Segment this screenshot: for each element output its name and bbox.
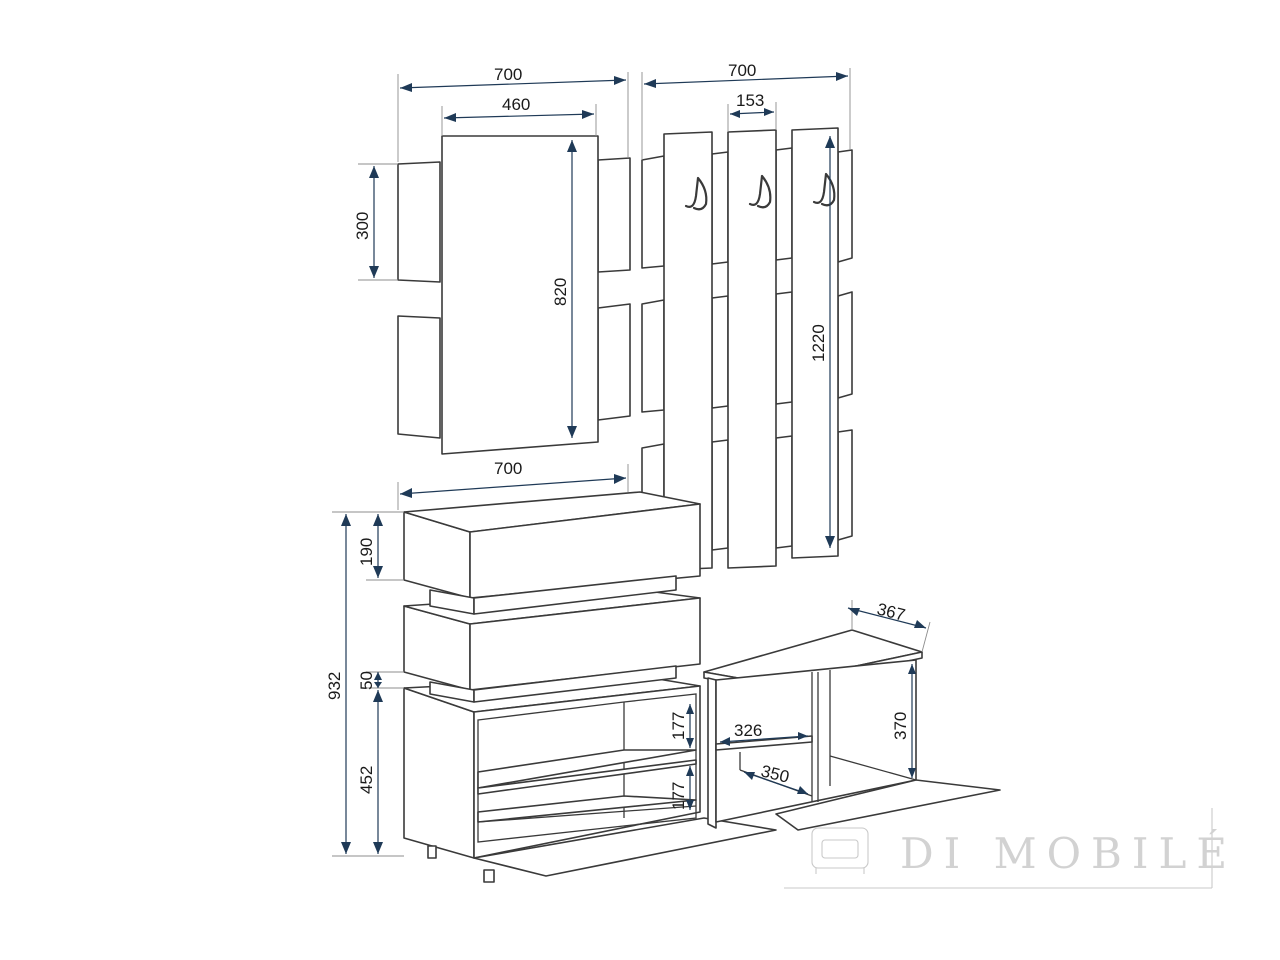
mirror-slat	[597, 303, 631, 421]
dim-cabinet-width: 700	[494, 459, 522, 478]
mirror-slat	[597, 157, 631, 273]
drawer-plinth	[473, 575, 677, 615]
coat-hook-icon	[748, 174, 772, 209]
sofa-icon	[811, 827, 869, 874]
hanger-slat	[711, 439, 729, 551]
hanger-plank	[791, 127, 839, 559]
drawer-front	[469, 503, 701, 599]
hanger-plank	[727, 129, 777, 569]
hanger-slat	[641, 299, 665, 413]
dim-shelf-lower: 177	[669, 782, 688, 810]
mirror-slat	[397, 315, 441, 439]
flap-door	[473, 817, 777, 877]
hanger-slat	[837, 429, 853, 541]
mirror	[441, 135, 599, 455]
shelf-lower	[477, 795, 697, 823]
shelf	[477, 759, 697, 795]
hanger-assembly	[641, 127, 853, 571]
bench-flap-door	[775, 779, 1001, 831]
coat-hook-icon	[812, 172, 836, 207]
dimension-lines	[332, 68, 931, 857]
dim-hanger-plank-width: 153	[736, 91, 764, 110]
shelf	[477, 749, 697, 789]
hanger-slat	[837, 149, 853, 263]
dim-mirror-height: 820	[551, 278, 570, 306]
dim-total-height: 932	[325, 672, 344, 700]
mirror-assembly	[397, 135, 631, 455]
dim-gap-height: 50	[357, 671, 376, 690]
hanger-plank	[663, 131, 713, 571]
hanger-slat	[711, 295, 729, 409]
bench-shelf	[715, 735, 813, 751]
drawer-plinth	[473, 665, 677, 703]
watermark: DI MOBILÉ	[784, 808, 1237, 889]
base-cabinet-side	[403, 687, 475, 859]
dim-mirror-panel-height: 300	[353, 212, 372, 240]
dim-hanger-width: 700	[728, 61, 756, 80]
dim-mirror-width: 460	[502, 95, 530, 114]
dim-bench-depth: 367	[875, 599, 907, 624]
bench-side	[707, 677, 717, 829]
drawer-cabinet	[403, 491, 777, 883]
coat-hook-icon	[684, 176, 708, 211]
watermark-text: DI MOBILÉ	[900, 828, 1237, 878]
dim-mirror-panel-width: 700	[494, 65, 522, 84]
hanger-slat	[775, 291, 793, 405]
hanger-slat	[711, 151, 729, 265]
dim-bench-height: 370	[891, 712, 910, 740]
hanger-slat	[641, 155, 665, 269]
hanger-slat	[837, 291, 853, 399]
dim-bench-shelf-width: 326	[734, 721, 762, 740]
dim-hanger-height: 1220	[809, 324, 828, 362]
dim-drawer-height: 190	[357, 538, 376, 566]
hanger-slat	[775, 435, 793, 549]
hanger-slat	[775, 147, 793, 261]
shoe-bench	[703, 629, 1001, 831]
mirror-slat	[397, 161, 441, 283]
dim-shelf-upper: 177	[669, 712, 688, 740]
dim-lower-height: 452	[357, 766, 376, 794]
foot	[483, 869, 495, 883]
foot	[427, 845, 437, 859]
drawer-front	[469, 597, 701, 691]
